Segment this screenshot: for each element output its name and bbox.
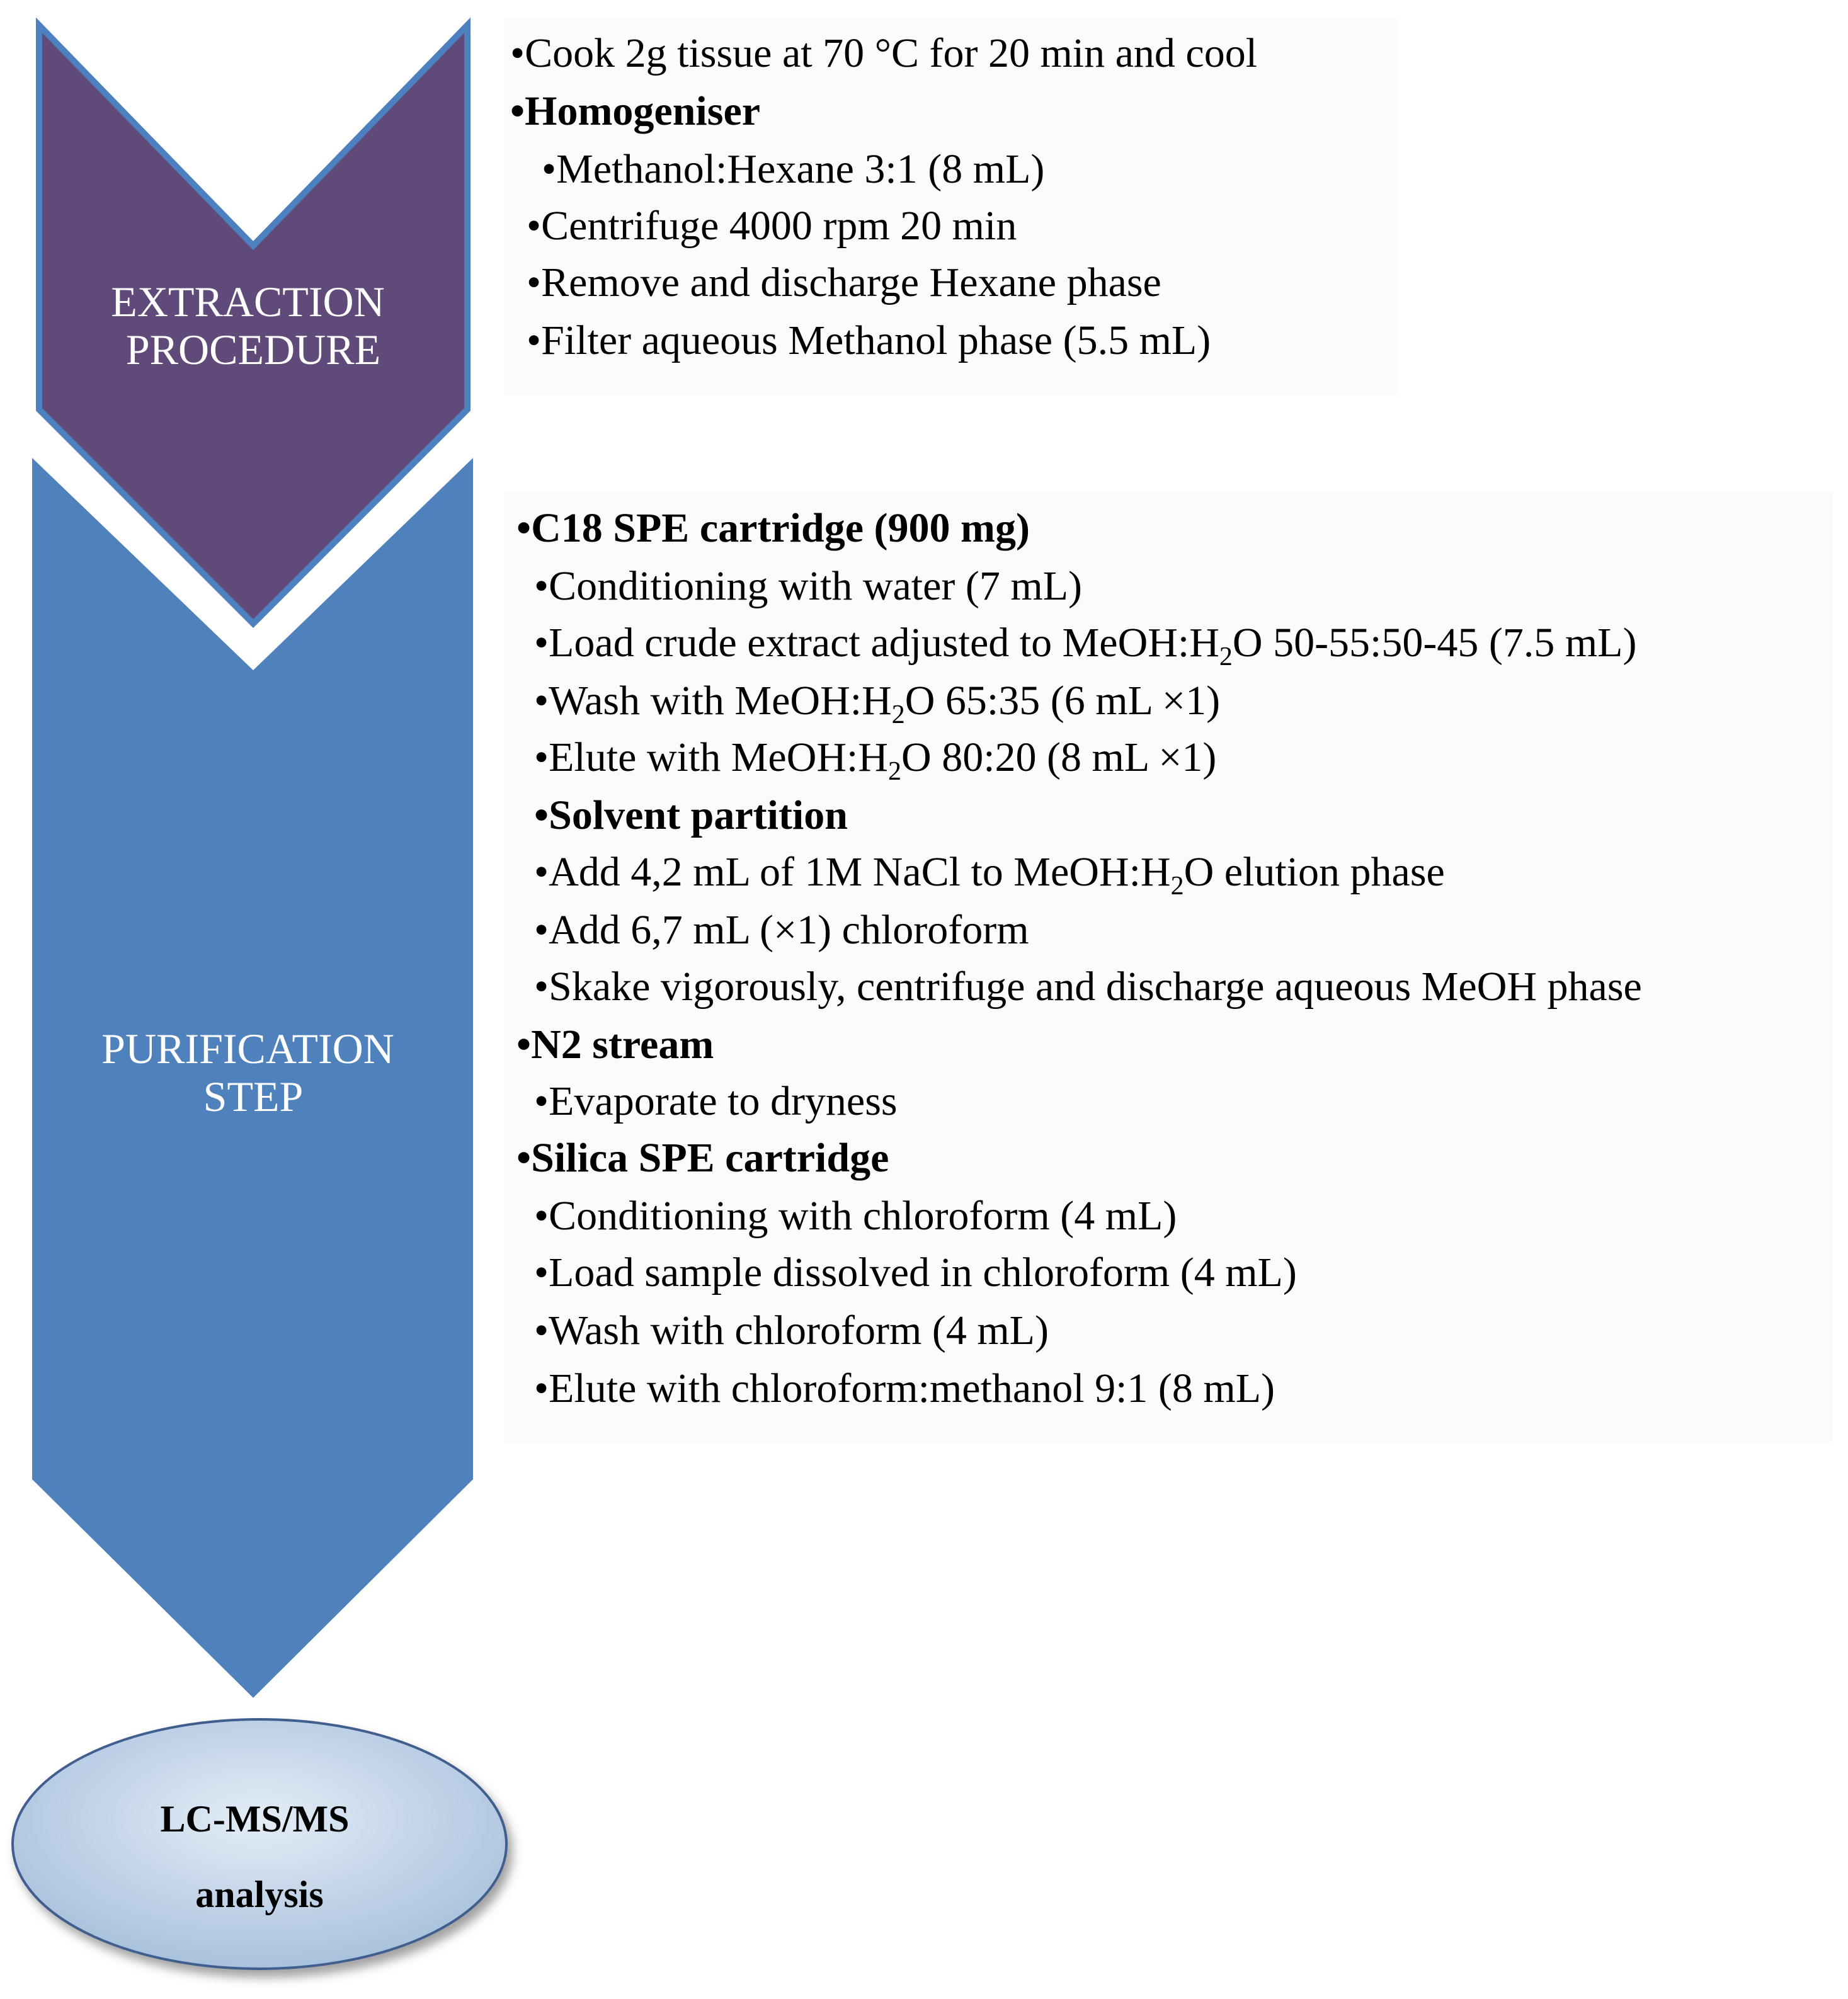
purification-step-4-text-end: O 65:35 (6 mL ×1) <box>904 678 1221 724</box>
purification-label-line2: STEP <box>203 1073 304 1120</box>
purification-step-7-subscript: 2 <box>1170 872 1184 901</box>
extraction-step-2: •Homogeniser <box>510 88 761 134</box>
purification-label-line1: PURIFICATION <box>101 1025 394 1073</box>
purification-step-2: •Conditioning with water (7 mL) <box>534 563 1082 609</box>
lcms-oval <box>11 1718 508 1970</box>
purification-step-12: •Silica SPE cartridge <box>516 1135 889 1181</box>
purification-step-3-text: •Load crude extract adjusted to MeOH:H <box>534 620 1219 666</box>
extraction-label-line2: PROCEDURE <box>126 326 380 373</box>
purification-step-4-subscript: 2 <box>891 700 905 729</box>
extraction-step-3: •Methanol:Hexane 3:1 (8 mL) <box>542 146 1045 192</box>
lcms-label-line1: LC-MS/MS <box>161 1798 350 1840</box>
purification-step-4: •Wash with MeOH:H2O 65:35 (6 mL ×1) <box>534 678 1221 729</box>
extraction-step-6: •Filter aqueous Methanol phase (5.5 mL) <box>527 317 1211 363</box>
purification-label: PURIFICATION STEP <box>101 1025 405 1120</box>
extraction-label: EXTRACTION PROCEDURE <box>111 278 395 373</box>
purification-step-14: •Load sample dissolved in chloroform (4 … <box>534 1250 1297 1296</box>
purification-step-3: •Load crude extract adjusted to MeOH:H2O… <box>534 620 1637 671</box>
purification-step-7: •Add 4,2 mL of 1M NaCl to MeOH:H2O eluti… <box>534 849 1445 900</box>
purification-step-15: •Wash with chloroform (4 mL) <box>534 1307 1049 1353</box>
extraction-step-1: •Cook 2g tissue at 70 °C for 20 min and … <box>510 30 1258 76</box>
purification-step-7-text-end: O elution phase <box>1184 849 1445 895</box>
purification-step-10: •N2 stream <box>516 1022 714 1068</box>
extraction-steps-block: •Cook 2g tissue at 70 °C for 20 min and … <box>504 18 1398 396</box>
lcms-label-line2: analysis <box>195 1874 323 1915</box>
purification-step-5-text: •Elute with MeOH:H <box>534 734 889 780</box>
purification-step-5-text-end: O 80:20 (8 mL ×1) <box>901 734 1217 780</box>
purification-step-5: •Elute with MeOH:H2O 80:20 (8 mL ×1) <box>534 734 1217 785</box>
purification-steps-block: •C18 SPE cartridge (900 mg) •Conditioning… <box>504 491 1833 1442</box>
purification-step-7-text: •Add 4,2 mL of 1M NaCl to MeOH:H <box>534 849 1171 895</box>
purification-step-8: •Add 6,7 mL (×1) chloroform <box>534 907 1029 953</box>
purification-step-11: •Evaporate to dryness <box>534 1078 898 1124</box>
purification-step-16: •Elute with chloroform:methanol 9:1 (8 m… <box>534 1365 1275 1411</box>
purification-step-9: •Skake vigorously, centrifuge and discha… <box>534 964 1642 1010</box>
purification-step-13: •Conditioning with chloroform (4 mL) <box>534 1193 1177 1239</box>
extraction-chevron <box>36 17 471 629</box>
extraction-step-5: •Remove and discharge Hexane phase <box>527 259 1161 305</box>
purification-step-6: •Solvent partition <box>534 792 848 838</box>
purification-step-3-text-end: O 50-55:50-45 (7.5 mL) <box>1232 620 1637 666</box>
purification-step-3-subscript: 2 <box>1219 642 1233 671</box>
purification-chevron <box>28 448 477 1704</box>
purification-step-1: •C18 SPE cartridge (900 mg) <box>516 505 1030 551</box>
extraction-step-4: •Centrifuge 4000 rpm 20 min <box>527 203 1017 249</box>
purification-step-4-text: •Wash with MeOH:H <box>534 678 892 724</box>
extraction-label-line1: EXTRACTION <box>111 278 384 326</box>
lcms-label: LC-MS/MS analysis <box>161 1798 359 1915</box>
purification-step-5-subscript: 2 <box>888 757 902 786</box>
